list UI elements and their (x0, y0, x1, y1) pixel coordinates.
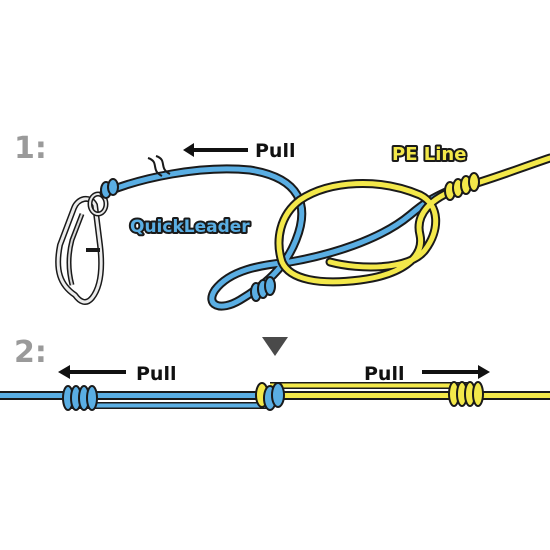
step-1-number: 1: (14, 131, 47, 166)
pull-label-right: Pull (364, 363, 404, 385)
pe-line-step1 (274, 153, 550, 287)
swivel-snap-icon (55, 191, 109, 305)
arrow-left-icon (183, 143, 248, 157)
quick-leader-line-step1 (99, 164, 455, 311)
pe-line-step2 (270, 382, 550, 400)
cut-mark-icon (147, 155, 171, 177)
down-triangle-icon (262, 337, 288, 356)
center-knot (255, 382, 285, 411)
leader-wraps-step2 (62, 385, 98, 411)
pe-wraps-step2 (448, 381, 484, 407)
quick-leader-line-step2 (0, 391, 270, 409)
leader-wraps-step1 (250, 276, 276, 302)
quick-leader-label: QuickLeader (130, 217, 250, 237)
leader-wraps-near-snap (100, 178, 119, 199)
step-2-number: 2: (14, 335, 47, 370)
arrow-right-icon (422, 365, 490, 379)
pe-line-label: PE Line (392, 144, 466, 165)
arrow-left-icon (58, 365, 126, 379)
pull-label-top: Pull (255, 140, 295, 162)
pe-wraps-step1 (444, 172, 480, 201)
pull-label-left: Pull (136, 363, 176, 385)
